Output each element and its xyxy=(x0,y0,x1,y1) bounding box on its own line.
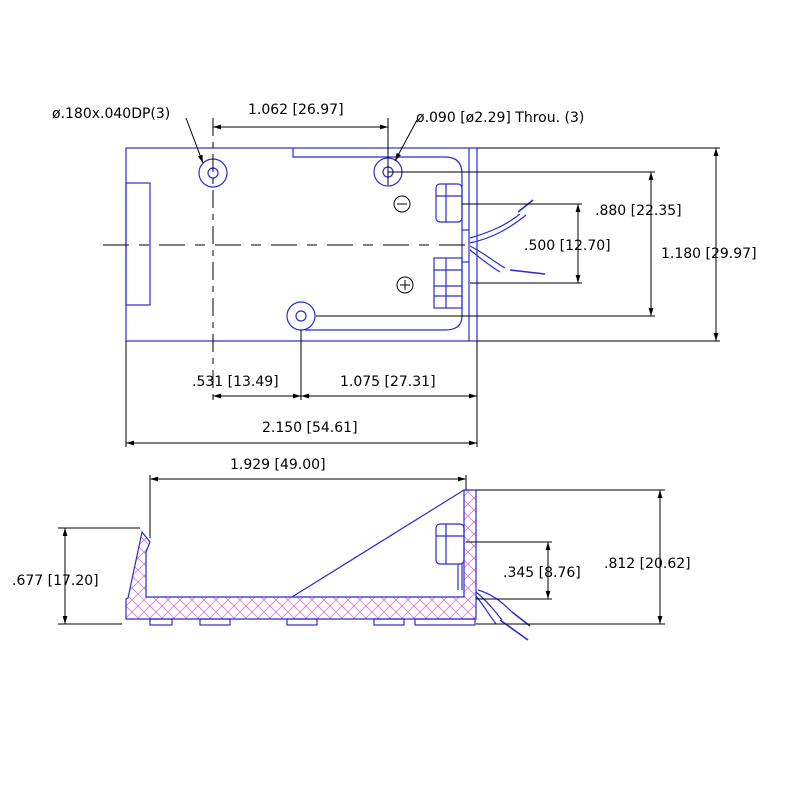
through-hole-leader xyxy=(394,119,418,162)
dim-overall-height: .812 [20.62] xyxy=(604,556,691,572)
mounting-hole xyxy=(286,301,316,331)
inner-recess-outline xyxy=(292,148,463,331)
dim-inner-length: 1.929 [49.00] xyxy=(230,457,326,473)
dim-terminal-height: .345 [8.76] xyxy=(503,565,581,581)
top-view: ø.180x.040DP(3) ø.090 [ø2.29] Throu. (3)… xyxy=(52,102,757,447)
section-profile xyxy=(125,489,477,620)
side-terminal xyxy=(435,523,465,590)
negative-symbol xyxy=(393,195,411,213)
dim-hole-offset: .531 [13.49] xyxy=(192,374,279,390)
positive-terminal xyxy=(433,257,463,309)
foot xyxy=(414,618,476,626)
left-slot xyxy=(125,182,151,306)
foot xyxy=(373,618,405,626)
counterbore-callout: ø.180x.040DP(3) xyxy=(52,106,170,122)
dim-terminal-pitch: .500 [12.70] xyxy=(524,238,611,254)
counterbore-leader xyxy=(185,117,204,164)
dim-terminal-span: .880 [22.35] xyxy=(595,203,682,219)
hole-circle xyxy=(295,310,307,322)
negative-terminal xyxy=(435,183,463,223)
foot xyxy=(149,618,173,626)
dim-overall-length: 2.150 [54.61] xyxy=(262,420,358,436)
side-view: 1.929 [49.00] .677 [17.20] .345 [8.76] .… xyxy=(12,457,691,641)
through-hole-callout: ø.090 [ø2.29] Throu. (3) xyxy=(416,110,584,126)
dim-overall-width: 1.180 [29.97] xyxy=(661,246,757,262)
dim-lip-height: .677 [17.20] xyxy=(12,573,99,589)
lead-wires xyxy=(469,199,546,275)
gusset-line xyxy=(291,489,465,598)
side-lead-wires xyxy=(475,589,531,641)
dim-hole-spacing: 1.062 [26.97] xyxy=(248,102,344,118)
counterbore-circle xyxy=(286,301,316,331)
dim-hole-to-end: 1.075 [27.31] xyxy=(340,374,436,390)
positive-symbol xyxy=(396,276,414,294)
foot xyxy=(286,618,318,626)
foot xyxy=(199,618,231,626)
